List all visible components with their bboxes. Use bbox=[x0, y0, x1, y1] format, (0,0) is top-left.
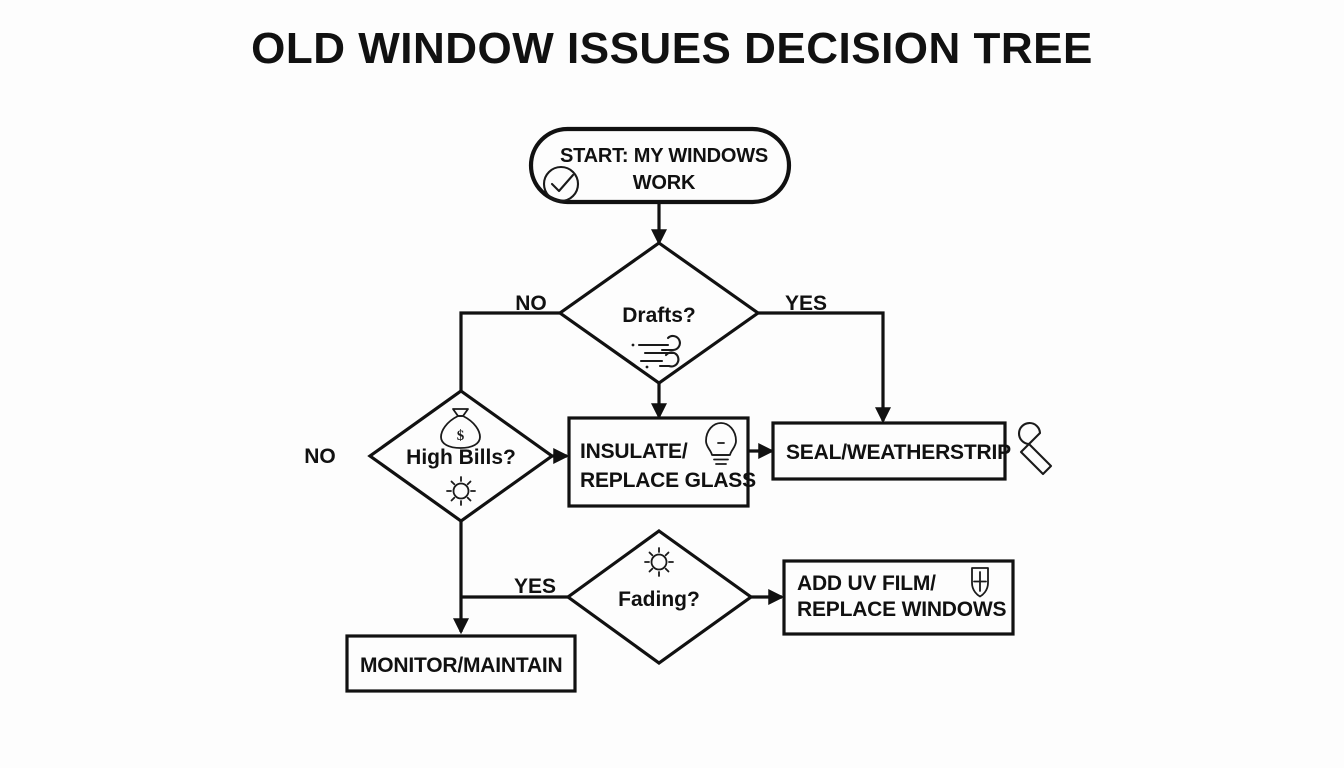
node-start-label-line1: START: MY WINDOWS bbox=[560, 145, 768, 167]
sun-icon bbox=[446, 476, 476, 506]
edge-label-fading-yes: YES bbox=[514, 575, 556, 598]
node-monitor-shape bbox=[345, 634, 577, 693]
node-high-bills-shape bbox=[367, 389, 555, 523]
edge-drafts-yes-to-seal bbox=[758, 311, 891, 424]
connector-layer bbox=[453, 202, 891, 635]
lightbulb-icon bbox=[705, 422, 737, 465]
page-title: OLD WINDOW ISSUES DECISION TREE bbox=[251, 24, 1093, 73]
edge-label-drafts-no: NO bbox=[515, 292, 547, 315]
node-seal[interactable]: SEAL/WEATHERSTRIP bbox=[771, 421, 1053, 481]
node-uv-film-label-line2: REPLACE WINDOWS bbox=[797, 598, 1007, 621]
node-fading-label: Fading? bbox=[618, 588, 700, 611]
edge-label-high-bills-no: NO bbox=[304, 445, 336, 468]
money-bag-icon: $ bbox=[440, 408, 481, 449]
node-high-bills[interactable]: High Bills? $ bbox=[367, 389, 555, 523]
node-drafts-shape bbox=[557, 241, 761, 385]
edge-label-drafts-yes: YES bbox=[785, 292, 827, 315]
node-seal-shape bbox=[771, 421, 1007, 481]
check-circle-icon bbox=[542, 165, 580, 203]
node-monitor[interactable]: MONITOR/MAINTAIN bbox=[345, 634, 577, 693]
node-high-bills-label: High Bills? bbox=[406, 446, 516, 469]
svg-text:$: $ bbox=[457, 428, 465, 444]
node-start-label-line2: WORK bbox=[633, 172, 696, 194]
node-uv-film-shape bbox=[782, 559, 1015, 636]
node-start[interactable]: START: MY WINDOWS WORK bbox=[528, 126, 792, 205]
node-drafts[interactable]: Drafts? bbox=[557, 241, 761, 385]
node-uv-film-label-line1: ADD UV FILM/ bbox=[797, 572, 936, 595]
node-insulate[interactable]: INSULATE/ REPLACE GLASS bbox=[567, 416, 756, 508]
edge-drafts-no bbox=[459, 311, 560, 391]
wind-icon bbox=[631, 335, 681, 369]
node-fading-shape bbox=[565, 529, 754, 665]
node-insulate-label-line1: INSULATE/ bbox=[580, 440, 688, 463]
node-seal-label: SEAL/WEATHERSTRIP bbox=[786, 441, 1011, 464]
node-monitor-label: MONITOR/MAINTAIN bbox=[360, 654, 563, 677]
node-uv-film[interactable]: ADD UV FILM/ REPLACE WINDOWS bbox=[782, 559, 1015, 636]
node-start-shape bbox=[528, 126, 792, 205]
node-insulate-label-line2: REPLACE GLASS bbox=[580, 469, 756, 492]
shield-icon bbox=[971, 567, 989, 598]
node-drafts-label: Drafts? bbox=[622, 304, 696, 327]
wrench-icon bbox=[1017, 421, 1053, 476]
node-insulate-shape bbox=[567, 416, 750, 508]
node-fading[interactable]: Fading? bbox=[565, 529, 754, 665]
sun-icon bbox=[644, 547, 674, 577]
